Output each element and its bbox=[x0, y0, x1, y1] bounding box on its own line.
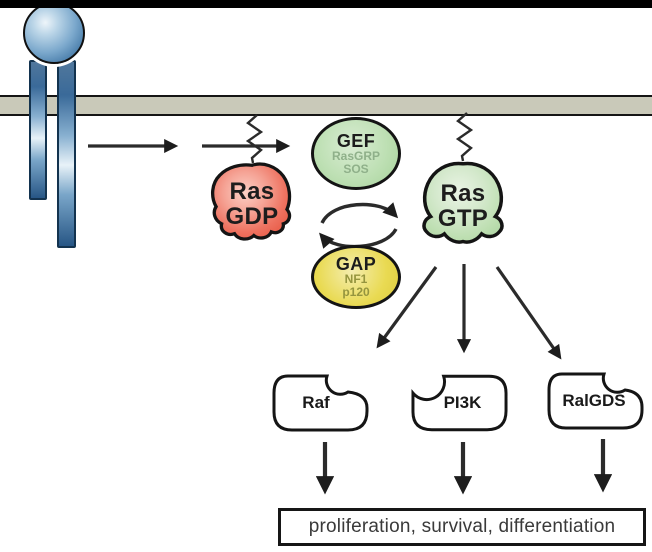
receptor-transmembrane-bar-left bbox=[29, 60, 47, 200]
ras-gtp-lipid-anchor-zigzag bbox=[455, 112, 474, 162]
ras-gdp-line1: Ras bbox=[229, 177, 275, 205]
ralgds-shape bbox=[547, 372, 644, 430]
ras-gdp-lipid-anchor-zigzag bbox=[245, 114, 264, 164]
pi3k-shape bbox=[411, 374, 508, 432]
gap-sub-nf1: NF1 bbox=[344, 272, 368, 287]
gef-sub-rasgrp: RasGRP bbox=[331, 148, 381, 163]
ras-gtp-line1: Ras bbox=[440, 179, 486, 207]
ralgds-label: RalGDS bbox=[562, 391, 626, 410]
gdp-gtp-cycle-arrow-top bbox=[320, 202, 399, 224]
ras-gtp-line2: GTP bbox=[437, 205, 489, 232]
gef-node: GEF RasGRP SOS bbox=[311, 117, 401, 190]
ras-gdp-blob-shape bbox=[211, 162, 292, 241]
top-border-bar bbox=[0, 0, 652, 8]
receptor-ligand-ball bbox=[23, 2, 85, 64]
ras-gtp-label: Ras GTP bbox=[414, 158, 512, 254]
plasma-membrane bbox=[0, 95, 652, 116]
ras-gdp-label: Ras GDP bbox=[206, 159, 298, 249]
rasgtp-to-raf-arrow bbox=[376, 266, 438, 349]
rasgtp-to-ralgds-arrow bbox=[495, 266, 562, 360]
gap-sub-p120: p120 bbox=[342, 285, 370, 299]
outcome-box: proliferation, survival, differentiation bbox=[278, 508, 646, 546]
ras-gdp-line2: GDP bbox=[225, 203, 279, 230]
raf-shape bbox=[272, 374, 369, 432]
outcome-label: proliferation, survival, differentiation bbox=[308, 516, 616, 537]
gap-title: GAP bbox=[335, 254, 377, 275]
gef-title: GEF bbox=[336, 130, 376, 151]
raf-label: Raf bbox=[302, 393, 330, 412]
ras-gtp-blob-shape bbox=[422, 161, 504, 244]
gtp-gdp-cycle-arrow-bottom bbox=[319, 228, 398, 249]
gap-node: GAP NF1 p120 bbox=[311, 245, 401, 309]
pi3k-label: PI3K bbox=[443, 393, 482, 412]
gef-sub-sos: SOS bbox=[343, 161, 369, 176]
